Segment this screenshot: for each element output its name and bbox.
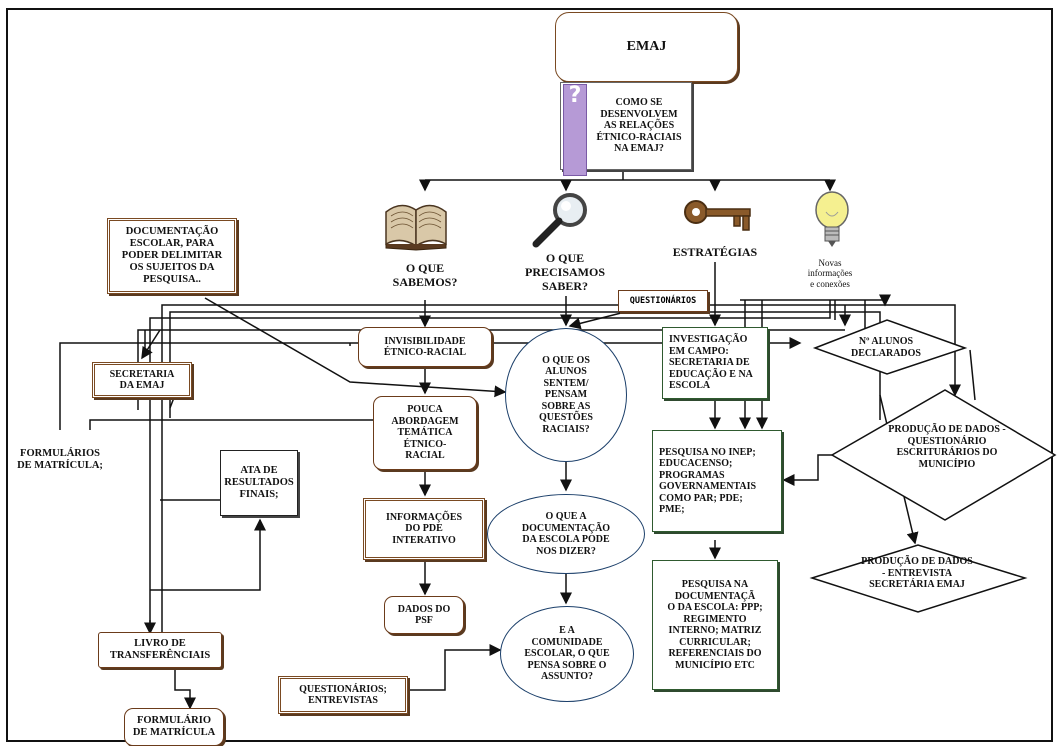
- formularios-matricula-box: FORMULÁRIOS DE MATRÍCULA;: [10, 435, 110, 485]
- header-o-que-sabemos: O QUE SABEMOS?: [392, 261, 458, 289]
- livro-transferencias-box: LIVRO DE TRANSFERÊNCIAIS: [98, 632, 222, 668]
- ata-resultados-text: ATA DE RESULTADOS FINAIS;: [224, 464, 294, 501]
- invisibilidade-box: INVISIBILIDADE ÉTNICO-RACIAL: [358, 327, 492, 367]
- header-estrategias: ESTRATÉGIAS: [672, 245, 758, 259]
- n-alunos-declarados: Nº ALUNOS DECLARADOS: [850, 336, 921, 359]
- pesquisa-documentacao-box: PESQUISA NA DOCUMENTAÇÃ O DA ESCOLA: PPP…: [652, 560, 778, 690]
- question-mark-icon: ?: [563, 83, 587, 176]
- ata-resultados-box: ATA DE RESULTADOS FINAIS;: [220, 450, 298, 516]
- magnifying-glass-icon: [532, 193, 587, 248]
- formularios-matricula-text: FORMULÁRIOS DE MATRÍCULA;: [17, 447, 103, 471]
- producao-entrevista: PRODUÇÃO DE DADOS - ENTREVISTA SECRETÁRI…: [861, 556, 973, 590]
- oval-alunos-sentem-text: O QUE OS ALUNOS SENTEM/ PENSAM SOBRE AS …: [539, 354, 593, 435]
- livro-transferencias-text: LIVRO DE TRANSFERÊNCIAIS: [109, 637, 211, 661]
- oval-alunos-sentem: O QUE OS ALUNOS SENTEM/ PENSAM SOBRE AS …: [505, 328, 627, 462]
- oval-comunidade-text: E A COMUNIDADE ESCOLAR, O QUE PENSA SOBR…: [524, 625, 610, 683]
- investigacao-campo-box: INVESTIGAÇÃO EM CAMPO: SECRETARIA DE EDU…: [662, 327, 768, 399]
- light-bulb-icon: [815, 191, 849, 247]
- header-o-que-precisamos: O QUE PRECISAMOS SABER?: [524, 251, 605, 293]
- pesquisa-documentacao-text: PESQUISA NA DOCUMENTAÇÃ O DA ESCOLA: PPP…: [667, 579, 763, 671]
- secretaria-emaj-text: SECRETARIA DA EMAJ: [109, 368, 175, 392]
- producao-questionario: PRODUÇÃO DE DADOS - QUESTIONÁRIO ESCRITU…: [888, 424, 1006, 470]
- documentacao-escolar-box: DOCUMENTAÇÃO ESCOLAR, PARA PODER DELIMIT…: [107, 218, 237, 294]
- investigacao-campo-text: INVESTIGAÇÃO EM CAMPO: SECRETARIA DE EDU…: [669, 334, 753, 392]
- questionarios-entrevistas-text: QUESTIONÁRIOS; ENTREVISTAS: [299, 683, 387, 707]
- pesquisa-inep-box: PESQUISA NO INEP; EDUCACENSO; PROGRAMAS …: [652, 430, 782, 532]
- secretaria-emaj-box: SECRETARIA DA EMAJ: [92, 362, 192, 398]
- formulario-matricula-text: FORMULÁRIO DE MATRÍCULA: [132, 714, 216, 738]
- header-novas-informacoes: Novas informações e conexões: [807, 258, 853, 289]
- dados-psf-box: DADOS DO PSF: [384, 596, 464, 634]
- invisibilidade-text: INVISIBILIDADE ÉTNICO-RACIAL: [383, 335, 467, 359]
- dados-psf-text: DADOS DO PSF: [397, 603, 451, 627]
- documentacao-escolar-text: DOCUMENTAÇÃO ESCOLAR, PARA PODER DELIMIT…: [121, 225, 223, 286]
- informacoes-pde-box: INFORMAÇÕES DO PDE INTERATIVO: [363, 498, 485, 560]
- key-icon: [684, 200, 751, 231]
- pouca-abordagem-text: POUCA ABORDAGEM TEMÁTICA ÉTNICO- RACIAL: [391, 404, 459, 462]
- informacoes-pde-text: INFORMAÇÕES DO PDE INTERATIVO: [385, 511, 463, 546]
- pouca-abordagem-box: POUCA ABORDAGEM TEMÁTICA ÉTNICO- RACIAL: [373, 396, 477, 470]
- main-question: COMO SE DESENVOLVEM AS RELAÇÕES ÉTNICO-R…: [596, 97, 682, 155]
- oval-documentacao: O QUE A DOCUMENTAÇÃO DA ESCOLA PODE NOS …: [487, 494, 645, 574]
- questionarios-tag: QUESTIONÁRIOS: [618, 290, 708, 312]
- open-book-icon: [385, 204, 447, 251]
- emaj-title: EMAJ: [626, 38, 667, 54]
- pesquisa-inep-text: PESQUISA NO INEP; EDUCACENSO; PROGRAMAS …: [659, 446, 757, 516]
- emaj-title-box: EMAJ: [555, 12, 738, 82]
- questionarios-tag-text: QUESTIONÁRIOS: [629, 296, 697, 306]
- oval-documentacao-text: O QUE A DOCUMENTAÇÃO DA ESCOLA PODE NOS …: [521, 511, 611, 557]
- questionarios-entrevistas-box: QUESTIONÁRIOS; ENTREVISTAS: [278, 676, 408, 714]
- oval-comunidade: E A COMUNIDADE ESCOLAR, O QUE PENSA SOBR…: [500, 606, 634, 702]
